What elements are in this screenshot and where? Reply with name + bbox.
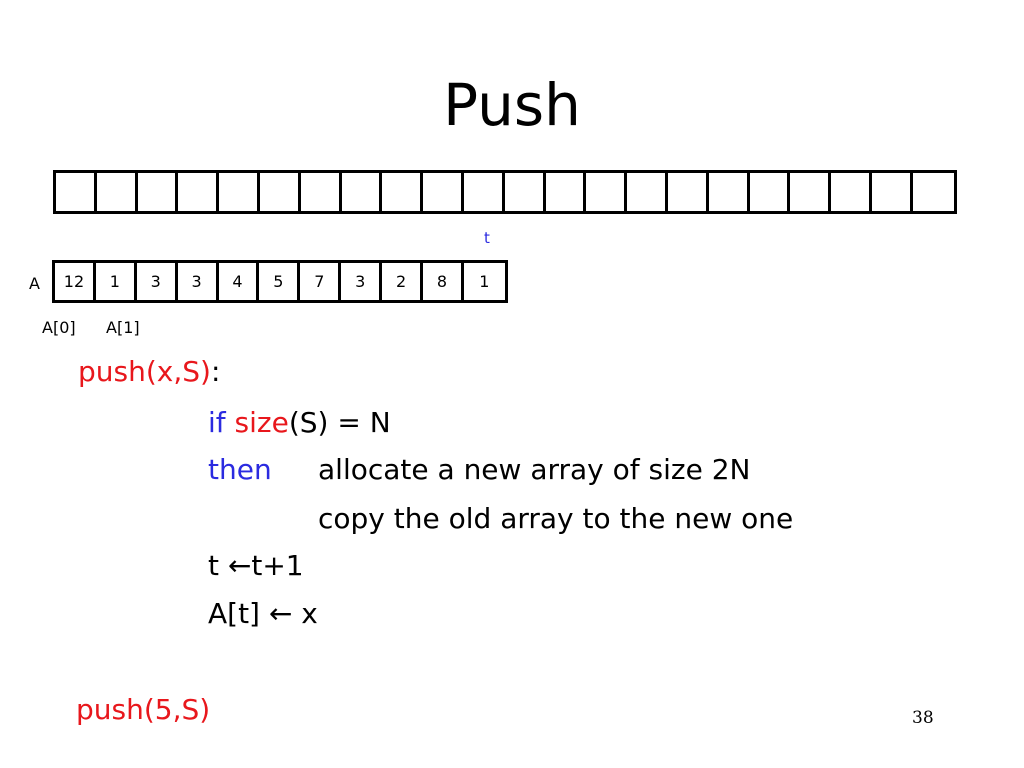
index-label-a1: A[1] bbox=[106, 318, 140, 337]
push-call-example: push(5,S) bbox=[76, 693, 211, 726]
empty-array bbox=[53, 170, 957, 214]
push-signature: push(x,S) bbox=[78, 355, 211, 388]
empty-array-cell bbox=[913, 173, 954, 211]
empty-array-cell bbox=[301, 173, 342, 211]
array-cell: 3 bbox=[137, 263, 178, 300]
empty-array-cell bbox=[219, 173, 260, 211]
push-signature-line: push(x,S): bbox=[78, 355, 220, 389]
array-cell: 8 bbox=[423, 263, 464, 300]
empty-array-cell bbox=[790, 173, 832, 211]
empty-array-cell bbox=[382, 173, 424, 211]
assign-line: A[t] ← x bbox=[208, 597, 318, 630]
size-function: size bbox=[234, 406, 289, 439]
array-cell: 1 bbox=[96, 263, 137, 300]
slide-title: Push bbox=[443, 71, 581, 139]
array-name-label: A bbox=[29, 274, 40, 293]
then-keyword: then bbox=[208, 453, 272, 486]
then-line-2: copy the old array to the new one bbox=[318, 502, 794, 535]
empty-array-cell bbox=[56, 173, 97, 211]
array-cell: 2 bbox=[382, 263, 424, 300]
then-line-1: allocate a new array of size 2N bbox=[318, 453, 751, 486]
if-keyword: if bbox=[208, 406, 226, 439]
empty-array-cell bbox=[464, 173, 505, 211]
empty-array-cell bbox=[178, 173, 220, 211]
empty-array-cell bbox=[831, 173, 872, 211]
array-cell: 5 bbox=[259, 263, 301, 300]
empty-array-cell bbox=[750, 173, 791, 211]
if-line: if size(S) = N bbox=[208, 406, 391, 440]
empty-array-cell bbox=[709, 173, 750, 211]
page-number: 38 bbox=[912, 708, 934, 728]
empty-array-cell bbox=[586, 173, 628, 211]
empty-array-cell bbox=[872, 173, 913, 211]
empty-array-cell bbox=[627, 173, 668, 211]
empty-array-cell bbox=[505, 173, 546, 211]
empty-array-cell bbox=[97, 173, 138, 211]
empty-array-cell bbox=[423, 173, 464, 211]
empty-array-cell bbox=[260, 173, 301, 211]
array-cell: 3 bbox=[341, 263, 383, 300]
array-cell: 3 bbox=[178, 263, 219, 300]
if-condition: (S) = N bbox=[288, 406, 391, 439]
array-cell: 1 bbox=[479, 272, 490, 291]
empty-array-cell bbox=[668, 173, 709, 211]
empty-array-cell bbox=[342, 173, 383, 211]
then-keyword-line: then bbox=[208, 453, 272, 487]
empty-array-cell bbox=[546, 173, 587, 211]
increment-line: t ←t+1 bbox=[208, 549, 304, 582]
index-label-a0: A[0] bbox=[42, 318, 76, 337]
array-cell: 4 bbox=[219, 263, 260, 300]
empty-array-cell bbox=[138, 173, 179, 211]
top-pointer-label: t bbox=[484, 229, 490, 247]
signature-colon: : bbox=[210, 355, 221, 388]
array-cell: 12 bbox=[55, 263, 96, 300]
array-cell: 7 bbox=[300, 263, 342, 300]
